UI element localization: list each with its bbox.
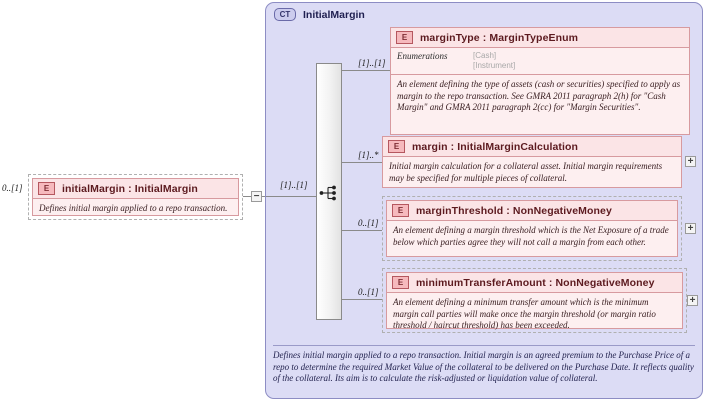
child-3-cardinality: 0..[1] [358,287,379,297]
child-1-title: margin : InitialMarginCalculation [412,140,579,153]
complextype-icon: CT [274,8,296,21]
child-1-header: E margin : InitialMarginCalculation [383,137,681,157]
element-icon: E [392,204,409,217]
root-element-description: Defines initial margin applied to a repo… [39,203,228,213]
child-0-cardinality: [1]..[1] [358,58,386,68]
enumerations-values: [Cash] [Instrument] [473,51,515,71]
connector-root-to-toggle [243,196,251,197]
child-0-title: marginType : MarginTypeEnum [420,31,579,44]
element-icon: E [392,276,409,289]
connector-child-3 [342,299,382,300]
child-3-description: An element defining a minimum transfer a… [393,297,656,330]
child-element-marginthreshold[interactable]: E marginThreshold : NonNegativeMoney An … [382,196,682,261]
collapse-toggle-root[interactable]: − [251,191,262,202]
child-element-margintype[interactable]: E marginType : MarginTypeEnum Enumeratio… [390,27,690,135]
child-element-minimumtransferamount[interactable]: E minimumTransferAmount : NonNegativeMon… [382,268,687,333]
child-2-cardinality: 0..[1] [358,218,379,228]
child-3-inner: E minimumTransferAmount : NonNegativeMon… [386,272,683,330]
child-2-inner: E marginThreshold : NonNegativeMoney An … [386,200,678,257]
connector-child-0 [342,70,390,71]
connector-toggle-to-complextype [262,196,266,197]
complextype-description: Defines initial margin applied to a repo… [273,345,695,395]
connector-child-2 [342,230,382,231]
root-element-cardinality: 0..[1] [2,183,23,193]
complextype-header: CT InitialMargin [274,8,365,21]
child-1-cardinality: [1]..* [358,150,379,160]
root-element-node[interactable]: E initialMargin : InitialMargin Defines … [28,174,243,220]
connector-child-1 [342,162,382,163]
element-icon: E [396,31,413,44]
child-2-description: An element defining a margin threshold w… [393,225,669,247]
root-element-header: E initialMargin : InitialMargin [33,179,238,199]
enumeration-value: [Instrument] [473,61,516,70]
child-0-header: E marginType : MarginTypeEnum [391,28,689,48]
root-element-node-inner: E initialMargin : InitialMargin Defines … [32,178,239,216]
connector-into-compositor [266,196,316,197]
enumerations-label: Enumerations [397,51,448,61]
root-element-title: initialMargin : InitialMargin [62,182,198,195]
child-2-header: E marginThreshold : NonNegativeMoney [387,201,677,221]
expand-toggle-marginthreshold[interactable]: + [685,223,696,234]
child-2-title: marginThreshold : NonNegativeMoney [416,204,612,217]
child-0-description: An element defining the type of assets (… [397,79,681,112]
sequence-compositor[interactable] [316,63,342,320]
element-icon: E [388,140,405,153]
child-3-header: E minimumTransferAmount : NonNegativeMon… [387,273,682,293]
enumeration-value: [Cash] [473,51,497,60]
compositor-cardinality: [1]..[1] [280,180,308,190]
expand-toggle-minimumtransferamount[interactable]: + [687,295,698,306]
child-0-enumerations-row: Enumerations [Cash] [Instrument] [391,48,689,75]
element-icon: E [38,182,55,195]
complextype-title: InitialMargin [303,8,365,21]
child-1-description: Initial margin calculation for a collate… [389,161,663,183]
sequence-icon [319,185,336,201]
child-element-margin[interactable]: E margin : InitialMarginCalculation Init… [382,136,682,188]
expand-toggle-margin[interactable]: + [685,156,696,167]
child-3-title: minimumTransferAmount : NonNegativeMoney [416,276,655,289]
